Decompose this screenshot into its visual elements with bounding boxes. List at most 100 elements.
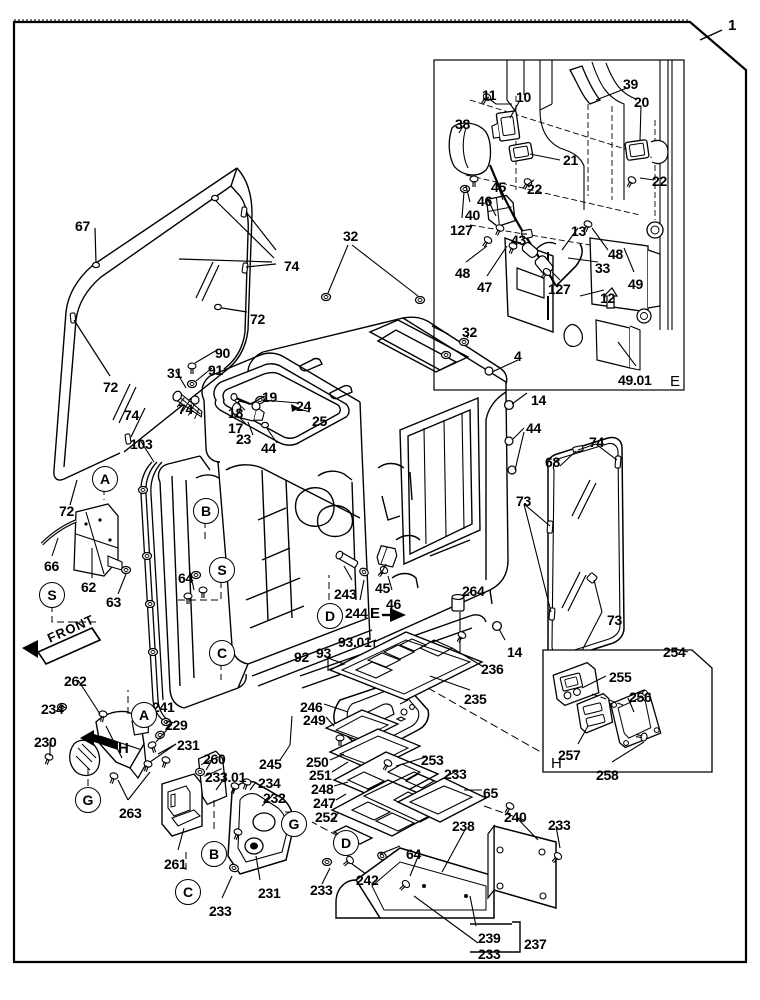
part-callout-229-66: 229 [165, 717, 188, 733]
part-callout-233-55: 233 [548, 817, 571, 833]
part-callout-66-23: 66 [44, 558, 59, 574]
part-callout-264-31: 264 [462, 583, 485, 599]
part-callout-233-01-70: 233.01 [205, 769, 247, 785]
view-arrow-label-h: H [118, 740, 129, 757]
part-callout-74-6: 74 [124, 407, 139, 423]
part-callout-233-75: 233 [209, 903, 232, 919]
page-number: 1 [728, 17, 737, 34]
part-callout-255-77: 255 [609, 669, 632, 685]
part-callout-261-73: 261 [164, 856, 187, 872]
part-callout-234-63: 234 [41, 701, 64, 717]
part-callout-20-85: 20 [634, 94, 649, 110]
part-callout-14-13: 14 [531, 392, 546, 408]
part-callout-18-16: 18 [228, 405, 243, 421]
part-callout-64-56: 64 [406, 846, 421, 862]
part-callout-92-37: 92 [294, 649, 309, 665]
part-callout-21-86: 21 [563, 152, 578, 168]
part-callout-230-64: 230 [34, 734, 57, 750]
part-callout-74-1: 74 [284, 258, 299, 274]
part-callout-47-96: 47 [477, 279, 492, 295]
part-callout-19-15: 19 [262, 389, 277, 405]
part-callout-22-88: 22 [652, 173, 667, 189]
section-marker-d-5: D [317, 603, 343, 629]
part-callout-91-9: 91 [208, 362, 223, 378]
part-callout-244-28: 244 [345, 605, 368, 621]
part-callout-103-22: 103 [130, 436, 153, 452]
part-callout-258-80: 258 [596, 767, 619, 783]
part-callout-4-12: 4 [514, 348, 522, 364]
part-callout-243-27: 243 [334, 586, 357, 602]
section-marker-d-11: D [333, 830, 359, 856]
part-callout-31-7: 31 [167, 365, 182, 381]
part-callout-251-45: 251 [309, 767, 332, 783]
part-callout-248-46: 248 [311, 781, 334, 797]
part-callout-11-81: 11 [482, 87, 497, 103]
part-callout-48-95: 48 [455, 265, 470, 281]
part-callout-65-52: 65 [483, 785, 498, 801]
part-callout-260-69: 260 [203, 751, 226, 767]
part-callout-245-49: 245 [259, 756, 282, 772]
part-callout-73-35: 73 [607, 612, 622, 628]
part-callout-45-89: 45 [491, 179, 506, 195]
section-marker-a-6: A [131, 702, 157, 728]
part-callout-237-61: 237 [524, 936, 547, 952]
part-callout-254-76: 254 [663, 644, 686, 660]
part-callout-127-99: 127 [548, 281, 571, 297]
part-callout-234-71: 234 [258, 775, 281, 791]
part-callout-231-74: 231 [258, 885, 281, 901]
part-callout-72-4: 72 [103, 379, 118, 395]
part-callout-90-8: 90 [215, 345, 230, 361]
part-callout-44-21: 44 [261, 440, 276, 456]
part-callout-262-62: 262 [64, 673, 87, 689]
section-marker-b-9: B [201, 841, 227, 867]
part-callout-236-40: 236 [481, 661, 504, 677]
part-callout-39-84: 39 [623, 76, 638, 92]
part-callout-232-72: 232 [263, 790, 286, 806]
part-callout-233-58: 233 [310, 882, 333, 898]
part-callout-233-60: 233 [478, 946, 501, 962]
part-callout-263-68: 263 [119, 805, 142, 821]
part-callout-246-42: 246 [300, 699, 323, 715]
part-callout-62-24: 62 [81, 579, 96, 595]
part-callout-22-87: 22 [527, 181, 542, 197]
section-marker-c-4: C [209, 640, 235, 666]
detail-box-letter-h: H [551, 755, 562, 772]
part-callout-32-10: 32 [343, 228, 358, 244]
part-callout-63-25: 63 [106, 594, 121, 610]
part-callout-72-3: 72 [250, 311, 265, 327]
part-callout-46-30: 46 [386, 596, 401, 612]
part-callout-17-17: 17 [228, 420, 243, 436]
part-callout-241-65: 241 [152, 699, 175, 715]
section-marker-g-8: G [281, 811, 307, 837]
part-callout-10-82: 10 [516, 89, 531, 105]
part-callout-231-67: 231 [177, 737, 200, 753]
part-callout-127-92: 127 [450, 222, 473, 238]
part-callout-25-20: 25 [312, 413, 327, 429]
part-callout-24-19: 24 [296, 398, 311, 414]
part-callout-38-83: 38 [455, 116, 470, 132]
section-marker-c-10: C [175, 879, 201, 905]
part-callout-13-94: 13 [571, 223, 586, 239]
section-marker-s-2: S [209, 557, 235, 583]
part-callout-249-43: 249 [303, 712, 326, 728]
part-callout-250-44: 250 [306, 754, 329, 770]
view-arrow-label-e: E [370, 605, 381, 622]
part-callout-93-38: 93 [316, 645, 331, 661]
part-callout-23-18: 23 [236, 431, 251, 447]
part-callout-233-51: 233 [444, 766, 467, 782]
part-callout-32-11: 32 [462, 324, 477, 340]
part-callout-49-101: 49 [628, 276, 643, 292]
part-callout-235-41: 235 [464, 691, 487, 707]
part-callout-247-47: 247 [313, 795, 336, 811]
part-callout-240-54: 240 [504, 809, 527, 825]
part-callout-68-33: 68 [545, 454, 560, 470]
part-callout-72-5: 72 [59, 503, 74, 519]
part-callout-40-91: 40 [465, 207, 480, 223]
part-callout-93-01-39: 93.01 [338, 634, 372, 650]
part-callout-252-48: 252 [315, 809, 338, 825]
part-callout-44-14: 44 [526, 420, 541, 436]
part-callout-74-36: 74 [589, 434, 604, 450]
part-callout-14-32: 14 [507, 644, 522, 660]
